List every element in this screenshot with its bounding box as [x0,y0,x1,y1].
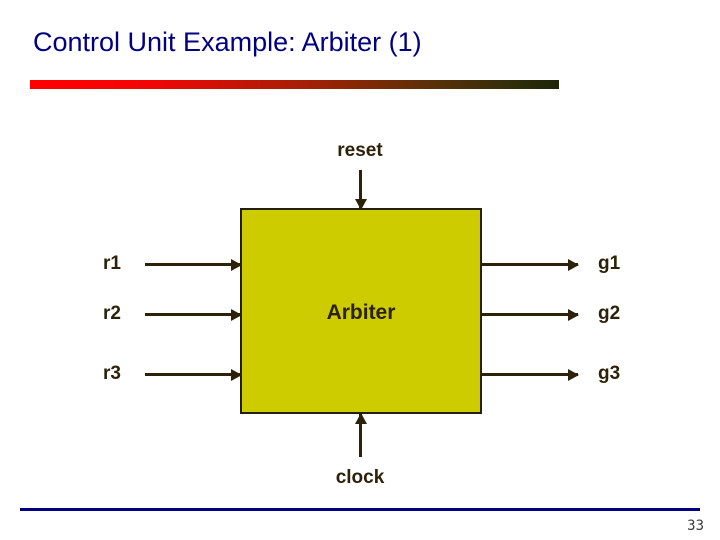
signal-label-r3: r3 [103,363,121,384]
signal-label-g1: g1 [598,253,621,274]
arrow-r2-into-block [145,313,241,316]
title-divider [30,80,559,89]
arrow-clock-into-block [359,414,362,457]
arbiter-block-label: Arbiter [326,301,396,324]
arrow-g2-out-of-block [482,313,578,316]
signal-label-reset: reset [337,140,383,161]
signal-label-g2: g2 [598,303,621,324]
arrow-g3-out-of-block [482,373,578,376]
page-title: Control Unit Example: Arbiter (1) [33,27,422,57]
signal-label-clock: clock [335,467,385,488]
page-number: 33 [687,518,704,534]
arrow-r3-into-block [145,373,241,376]
arbiter-block [240,208,482,414]
arrow-reset-into-block [359,170,362,209]
footer-divider [20,508,700,511]
arrow-r1-into-block [145,263,241,266]
arrow-g1-out-of-block [482,263,578,266]
signal-label-r1: r1 [103,253,121,274]
signal-label-r2: r2 [103,303,121,324]
signal-label-g3: g3 [598,363,621,384]
